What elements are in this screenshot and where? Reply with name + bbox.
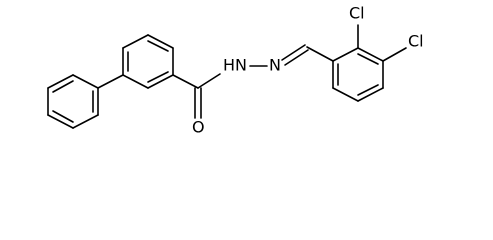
- bond: [47, 74, 74, 89]
- cl-para-bond: [382, 47, 407, 62]
- phenyl-ring-left: [47, 74, 99, 129]
- bond: [357, 87, 384, 102]
- bond: [147, 74, 174, 89]
- imine-double-bond: [284, 49, 309, 66]
- double-bond-inner: [147, 71, 169, 83]
- bond: [47, 114, 74, 129]
- bond: [147, 34, 174, 49]
- bond: [122, 34, 149, 49]
- bond: [357, 47, 384, 62]
- bond: [72, 74, 99, 89]
- bond: [332, 87, 359, 102]
- double-bond-inner: [357, 84, 379, 96]
- cl-para-label: Cl: [408, 32, 424, 51]
- phenylene-ring-middle: [122, 34, 174, 89]
- chemical-structure-diagram: O HN N Cl Cl: [47, 4, 424, 137]
- cl-ortho-label: Cl: [349, 4, 365, 23]
- ring-to-carbonyl-bond: [172, 74, 199, 89]
- bond: [72, 114, 99, 129]
- dichlorophenyl-ring: [332, 47, 384, 102]
- bond: [122, 74, 149, 89]
- carbonyl-oxygen-label: O: [192, 118, 205, 137]
- biphenyl-bond: [97, 74, 124, 89]
- bond: [332, 47, 359, 62]
- imine-nitrogen-label: N: [269, 56, 281, 75]
- double-bond-inner: [52, 110, 74, 123]
- double-bond-inner: [52, 80, 74, 93]
- double-bond-inner: [147, 40, 169, 52]
- double-bond-inner: [357, 53, 379, 65]
- ch-to-ring-bond: [306, 46, 334, 62]
- imine-double-bond: [281, 44, 306, 61]
- amide-nh-label: HN: [223, 56, 247, 75]
- carbonyl-to-nh-bond: [197, 73, 221, 89]
